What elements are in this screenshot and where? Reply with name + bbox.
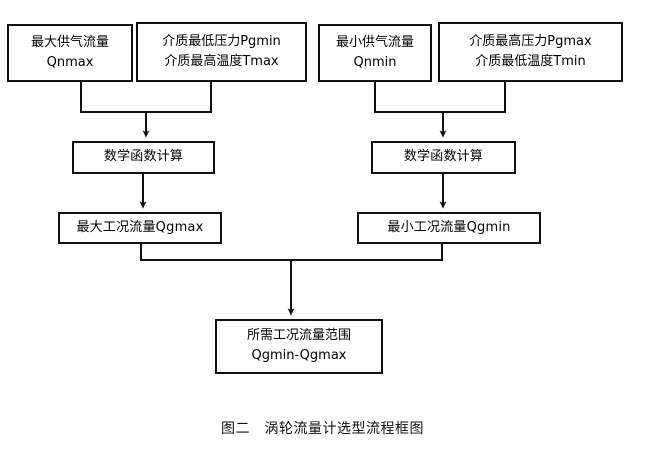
node-qgmin-label: 最小工况流量Qgmin bbox=[387, 219, 511, 235]
node-math-function-calculation-left: 数学函数计算 bbox=[72, 141, 215, 174]
node-pgmin-tmax-line2: 介质最高温度Tmax bbox=[164, 53, 279, 69]
edge-bottom-merge bbox=[140, 244, 443, 316]
node-calc-right-label: 数学函数计算 bbox=[403, 149, 484, 165]
node-max-supply-flow: 最大供气流量 Qnmax bbox=[7, 24, 133, 82]
node-qnmin-line2: Qnmin bbox=[353, 54, 397, 70]
node-range-line2: Qgmin-Qgmax bbox=[251, 348, 347, 363]
node-pgmin-tmax-line1: 介质最低压力Pgmin bbox=[162, 33, 281, 49]
node-qnmax-line2: Qnmax bbox=[46, 54, 94, 70]
node-max-pressure-min-temp: 介质最高压力Pgmax 介质最低温度Tmin bbox=[438, 22, 623, 82]
node-required-working-flow-range: 所需工况流量范围 Qgmin-Qgmax bbox=[215, 319, 383, 374]
node-qgmax-label: 最大工况流量Qgmax bbox=[76, 219, 204, 235]
figure-caption: 图二 涡轮流量计选型流程框图 bbox=[221, 421, 424, 437]
node-min-working-flow-qgmin: 最小工况流量Qgmin bbox=[357, 212, 541, 244]
node-calc-left-label: 数学函数计算 bbox=[103, 149, 184, 165]
node-math-function-calculation-right: 数学函数计算 bbox=[371, 141, 516, 174]
node-qnmin-line1: 最小供气流量 bbox=[335, 34, 414, 50]
node-pgmax-tmin-line1: 介质最高压力Pgmax bbox=[469, 33, 592, 49]
edge-left-merge bbox=[80, 82, 212, 138]
edge-right-merge bbox=[374, 82, 506, 138]
node-min-pressure-max-temp: 介质最低压力Pgmin 介质最高温度Tmax bbox=[136, 22, 307, 82]
node-min-supply-flow: 最小供气流量 Qnmin bbox=[318, 24, 432, 82]
node-pgmax-tmin-line2: 介质最低温度Tmin bbox=[475, 53, 586, 69]
node-qnmax-line1: 最大供气流量 bbox=[30, 34, 109, 50]
node-range-line1: 所需工况流量范围 bbox=[246, 328, 351, 344]
node-max-working-flow-qgmax: 最大工况流量Qgmax bbox=[58, 212, 222, 244]
